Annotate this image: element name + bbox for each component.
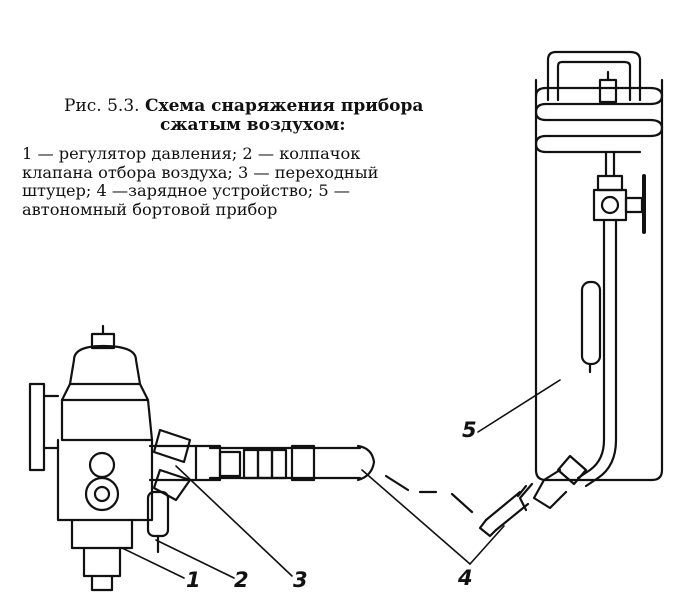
caption-title: Рис. 5.3. Схема снаряжения прибора сжаты…: [22, 97, 482, 135]
callout-3: 3: [293, 568, 308, 592]
legend-line: штуцер; 4 —зарядное устройство; 5 —: [22, 181, 350, 200]
pressure-regulator: [28, 324, 198, 592]
legend-line: 1 — регулятор давления; 2 — колпачок: [22, 144, 361, 163]
callout-4: 4: [458, 566, 473, 590]
caption-title-line2: сжатым воздухом:: [160, 115, 346, 135]
callout-2: 2: [234, 568, 249, 592]
onboard-device: [534, 50, 664, 488]
caption-legend: 1 — регулятор давления; 2 — колпачок кла…: [22, 144, 477, 219]
legend-line: автономный бортовой прибор: [22, 199, 278, 219]
figure-caption: Рис. 5.3. Схема снаряжения прибора сжаты…: [22, 97, 482, 219]
callout-1: 1: [186, 568, 201, 592]
caption-title-line1: Схема снаряжения прибора: [144, 96, 424, 116]
caption-prefix: Рис. 5.3.: [64, 96, 140, 116]
callout-5: 5: [462, 418, 477, 442]
leader-lines: [121, 379, 561, 579]
charging-hose: [194, 444, 588, 538]
legend-line: клапана отбора воздуха; 3 — переходный: [22, 162, 379, 182]
